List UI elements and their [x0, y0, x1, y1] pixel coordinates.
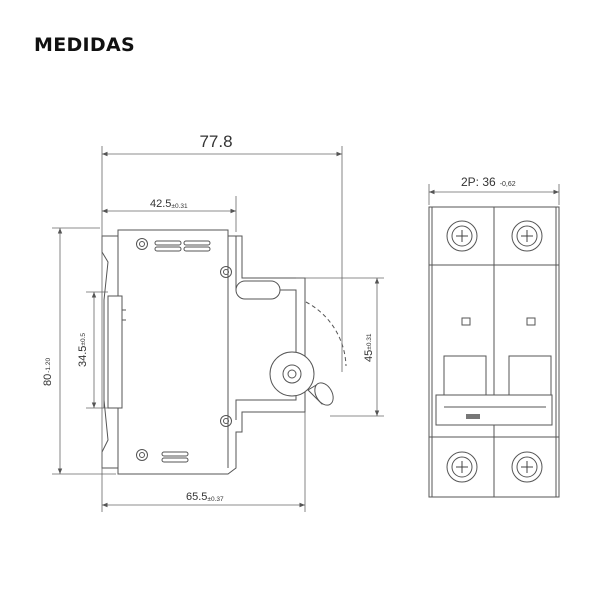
side-dimension-lines — [52, 146, 384, 512]
dim-front-height: 45±0.31 — [363, 333, 375, 362]
side-view — [101, 229, 347, 475]
dim-overall-height: 80-1.20 — [42, 358, 54, 386]
front-view — [428, 206, 560, 498]
dim-rail-height: 34.5±0.5 — [77, 333, 89, 367]
page-title: MEDIDAS — [34, 34, 135, 56]
front-dimension-lines — [428, 184, 560, 205]
dim-overall-width: 77.8 — [199, 132, 232, 151]
dim-upper-width: 42.5±0.31 — [150, 198, 188, 210]
dim-lower-width: 65.5±0.37 — [186, 491, 224, 503]
dim-pole-width: 2P: 36-0,62 — [461, 175, 516, 189]
